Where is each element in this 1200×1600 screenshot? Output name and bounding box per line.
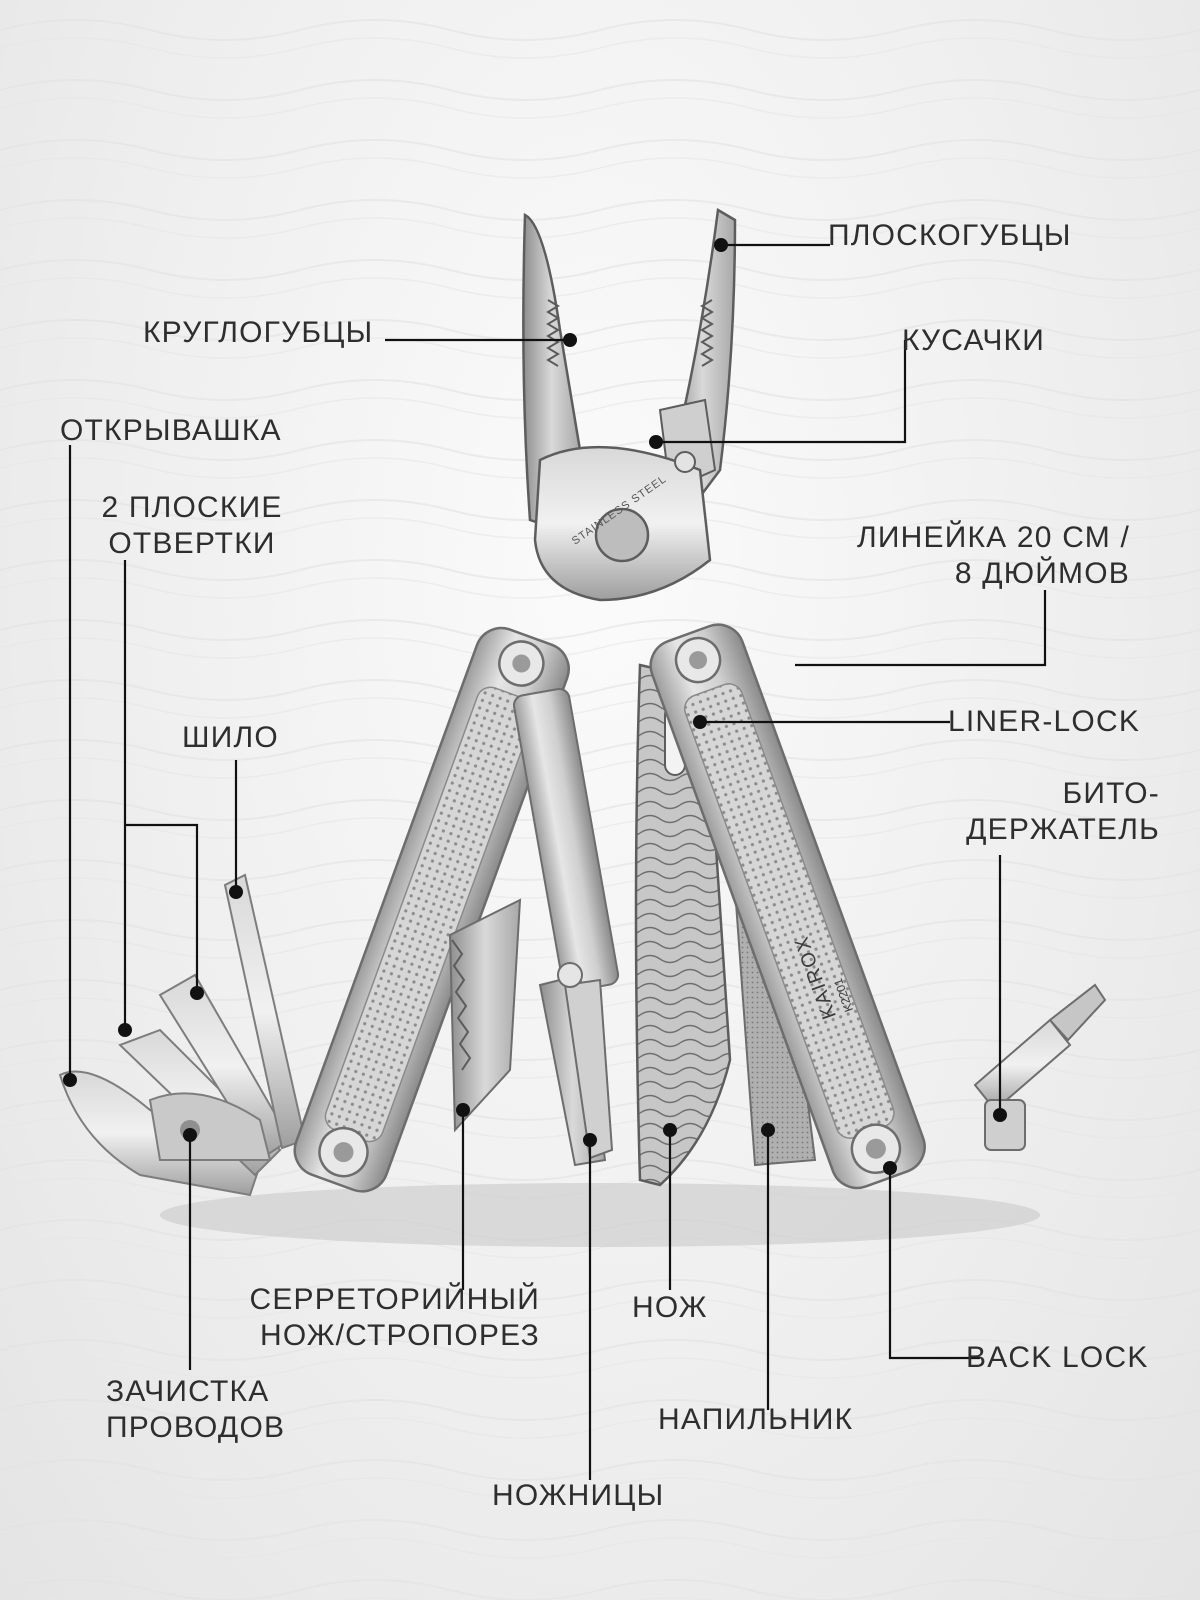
label-back-lock: BACK LOCK — [966, 1341, 1149, 1374]
label-liner-lock: LINER-LOCK — [948, 705, 1141, 738]
label-flat-screwdrivers: 2 ПЛОСКИЕ ОТВЕРТКИ — [92, 490, 292, 562]
label-file: НАПИЛЬНИК — [658, 1403, 854, 1436]
label-bottle-opener: ОТКРЫВАШКА — [60, 414, 282, 447]
label-pliers-flat: ПЛОСКОГУБЦЫ — [828, 219, 1072, 252]
pivot-screw — [594, 507, 650, 563]
label-pliers-round: КРУГЛОГУБЦЫ — [143, 316, 374, 349]
jaw-teeth-right — [700, 299, 714, 367]
label-flat-screwdrivers-line1: 2 ПЛОСКИЕ — [101, 491, 283, 524]
tool-shadow — [160, 1183, 1040, 1247]
label-serrated-knife-line2: НОЖ/СТРОПОРЕЗ — [259, 1319, 540, 1352]
label-bit-holder-line1: БИТО- — [1062, 777, 1160, 810]
label-wire-stripper-line2: ПРОВОДОВ — [106, 1411, 286, 1444]
wire-stripper-tool — [148, 1092, 272, 1161]
label-serrated-knife-line1: СЕРРЕТОРИЙНЫЙ — [249, 1283, 540, 1316]
label-wire-stripper: ЗАЧИСТКА ПРОВОДОВ — [106, 1374, 285, 1446]
label-scissors: НОЖНИЦЫ — [492, 1479, 665, 1512]
leader-ruler — [795, 590, 1047, 667]
label-flat-screwdrivers-line2: ОТВЕРТКИ — [108, 527, 276, 560]
pliers-head: STAINLESS STEEL — [522, 207, 737, 602]
label-knife: НОЖ — [632, 1291, 708, 1324]
left-handle — [293, 626, 570, 1193]
small-screw — [674, 451, 696, 473]
label-ruler: ЛИНЕЙКА 20 СМ / 8 ДЮЙМОВ — [810, 520, 1130, 592]
serrated-edge — [451, 939, 472, 1071]
label-wire-stripper-line1: ЗАЧИСТКА — [106, 1375, 270, 1408]
label-bit-holder-line2: ДЕРЖАТЕЛЬ — [966, 813, 1160, 846]
label-ruler-line2: 8 ДЮЙМОВ — [954, 557, 1130, 590]
leader-back-lock — [888, 1168, 980, 1360]
label-wire-cutters: КУСАЧКИ — [902, 324, 1045, 357]
multitool: KAIROX K2201 STAINLESS STEEL — [58, 207, 1107, 1197]
label-ruler-line1: ЛИНЕЙКА 20 СМ / — [857, 521, 1130, 554]
left-tools — [58, 873, 307, 1197]
scissors-tool — [512, 688, 620, 1167]
label-serrated-knife: СЕРРЕТОРИЙНЫЙ НОЖ/СТРОПОРЕЗ — [180, 1282, 540, 1354]
leader-lines — [63, 238, 1047, 1480]
label-bit-holder: БИТО- ДЕРЖАТЕЛЬ — [930, 776, 1160, 848]
label-awl: ШИЛО — [182, 721, 279, 754]
serrated-knife-tool — [448, 898, 522, 1133]
jaw-teeth — [546, 299, 560, 367]
right-handle: KAIROX K2201 — [649, 623, 926, 1190]
leader-wire-cutters — [656, 340, 907, 444]
